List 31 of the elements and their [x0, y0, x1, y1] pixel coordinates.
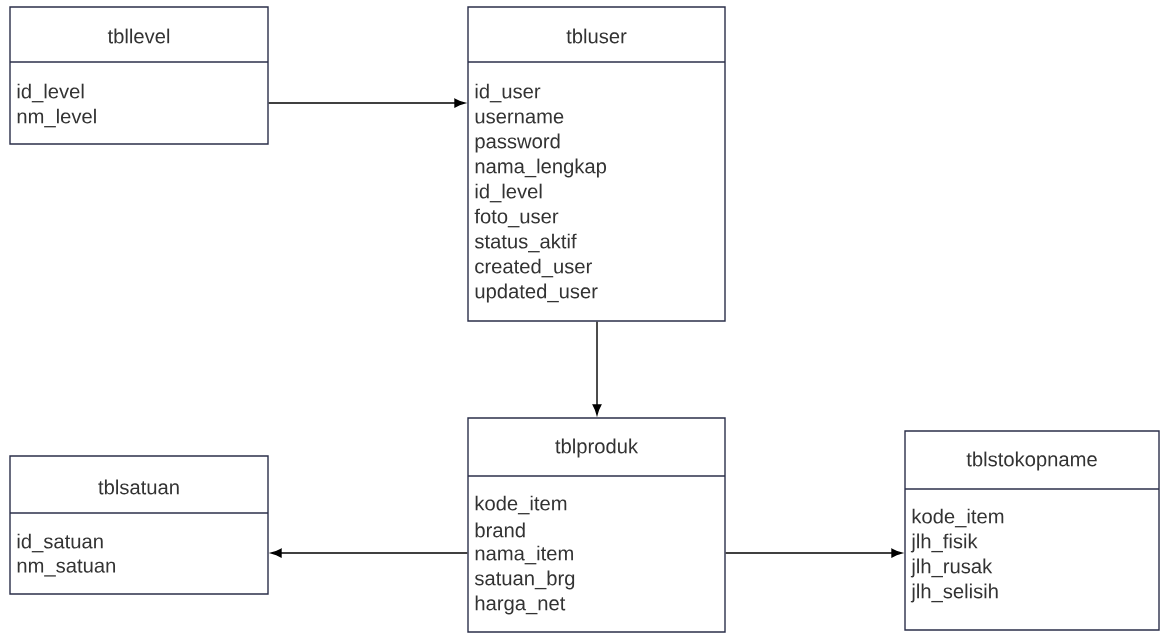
- field-name: kode_item: [475, 495, 567, 515]
- table-name: tblproduk: [555, 438, 639, 458]
- arrow: [592, 321, 602, 416]
- arrow: [270, 548, 468, 558]
- field-name: satuan_brg: [474, 570, 575, 590]
- field-name: nama_lengkap: [475, 158, 607, 178]
- field-name: nama_item: [475, 545, 573, 565]
- field-name: id_user: [475, 83, 541, 103]
- table-name: tblstokopname: [966, 451, 1097, 471]
- field-name: foto_user: [474, 208, 559, 228]
- table-name: tbllevel: [107, 28, 170, 44]
- field-name: nm_level: [17, 108, 96, 128]
- field-name: jlh_selisih: [910, 583, 998, 603]
- field-name: nm_satuan: [17, 559, 115, 577]
- field-name: status_aktif: [474, 233, 577, 253]
- arrow: [268, 98, 466, 108]
- field-name: brand: [475, 522, 525, 538]
- field-name: kode_item: [912, 508, 1004, 528]
- arrow: [725, 548, 903, 558]
- field-name: id_satuan: [17, 533, 103, 553]
- table-name: tblsatuan: [98, 479, 179, 495]
- field-name: jlh_rusak: [910, 558, 993, 578]
- field-name: id_level: [17, 83, 84, 103]
- table-name: tbluser: [566, 28, 627, 44]
- field-name: password: [475, 133, 560, 153]
- field-name: id_level: [475, 183, 542, 203]
- field-name: username: [475, 112, 564, 124]
- field-name: harga_net: [475, 595, 566, 615]
- field-name: jlh_fisik: [910, 533, 978, 553]
- field-name: updated_user: [475, 283, 598, 303]
- field-name: created_user: [475, 258, 592, 278]
